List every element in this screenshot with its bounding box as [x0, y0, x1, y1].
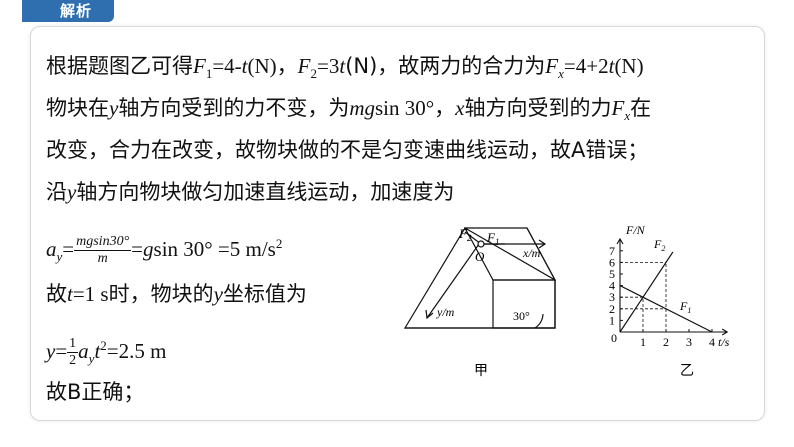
yi-y-tick-3: 3: [609, 290, 615, 304]
yi-y-arrowhead: [616, 237, 624, 245]
solution-card: [30, 26, 765, 421]
yi-y-tick-6: 6: [609, 255, 615, 269]
yi-y-axis-label: F/N: [625, 223, 646, 237]
header-bar: [22, 0, 114, 22]
yi-series-F2: [619, 251, 674, 333]
origin-label: O: [475, 249, 485, 264]
y-axis-label: y/m: [436, 305, 455, 319]
header-title: 解析: [60, 2, 93, 20]
y-axis-arrowhead: [425, 309, 434, 320]
figure-jia-caption: 甲: [474, 364, 488, 379]
solution-line-6: 故t=1 s时，物块的y坐标值为: [46, 282, 307, 306]
yi-x-axis-label: t/s: [718, 335, 730, 349]
y-axis-arrow: [426, 243, 480, 319]
yi-f2-label: F2: [653, 237, 665, 253]
solution-line-4: 沿y轴方向物块做匀加速直线运动，加速度为: [46, 180, 455, 204]
yi-x-tick-4: 4: [709, 335, 715, 349]
yi-x-arrowhead: [721, 328, 729, 336]
acceleration-fraction: mgsin30°m: [74, 233, 132, 266]
yi-f1-label: F1: [679, 299, 691, 315]
angle-label: 30°: [513, 309, 530, 323]
f1-label: F1: [486, 230, 499, 247]
x-axis-arrowhead: [538, 239, 547, 249]
yi-y-tick-7: 7: [609, 244, 615, 258]
yi-y-tick-1: 1: [609, 313, 615, 327]
incline-side-face: [492, 279, 556, 329]
yi-x-tick-2: 2: [663, 335, 669, 349]
solution-line-1: 根据题图乙可得F1=4-t(N)，F2=3t(N)，故两力的合力为Fx=4+2t…: [46, 54, 644, 82]
figure-yi-caption: 乙: [680, 363, 694, 379]
yi-series-F1: [619, 285, 713, 333]
yi-y-tick-4: 4: [609, 279, 615, 293]
yi-x-tick-3: 3: [686, 335, 692, 349]
solution-line-8: 故B正确；: [46, 380, 145, 404]
angle-arc: [534, 313, 544, 329]
solution-line-2: 物块在y轴方向受到的力不变，为mgsin 30°，x轴方向受到的力Fx在: [46, 96, 652, 124]
yi-origin-label: 0: [611, 331, 617, 345]
x-axis-label: x/m: [522, 246, 541, 260]
block: [477, 240, 485, 248]
section-header: 解析: [0, 0, 794, 26]
solution-line-3: 改变，合力在改变，故物块做的不是匀变速曲线运动，故A错误；: [46, 138, 649, 162]
yi-y-tick-5: 5: [609, 267, 615, 281]
figure-jia-incline: F2 F1 O x/m y/m 30° 甲: [403, 226, 557, 379]
incline-back-edge: [526, 227, 556, 281]
f2-label: F2: [458, 226, 472, 243]
solution-line-5: ay=mgsin30°m=gsin 30° =5 m/s2: [46, 233, 283, 266]
yi-y-tick-2: 2: [609, 302, 615, 316]
yi-x-tick-1: 1: [640, 335, 646, 349]
